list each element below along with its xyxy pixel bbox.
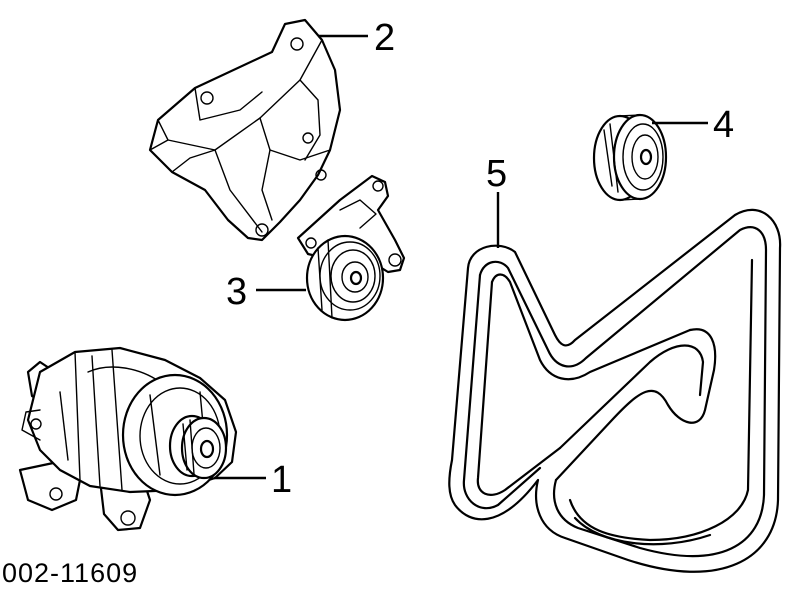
serpentine-belt-icon (448, 208, 782, 573)
callout-1: 1 (271, 459, 292, 501)
diagram-reference-number: 002-11609 (2, 558, 138, 588)
belt-tensioner-icon (296, 174, 406, 322)
alternator-icon (18, 346, 238, 532)
mounting-bracket-icon (148, 18, 342, 242)
callout-5: 5 (486, 153, 507, 195)
callout-2: 2 (374, 17, 395, 59)
callout-3: 3 (226, 271, 247, 313)
idler-pulley-icon (592, 113, 668, 202)
callout-4: 4 (713, 104, 734, 146)
